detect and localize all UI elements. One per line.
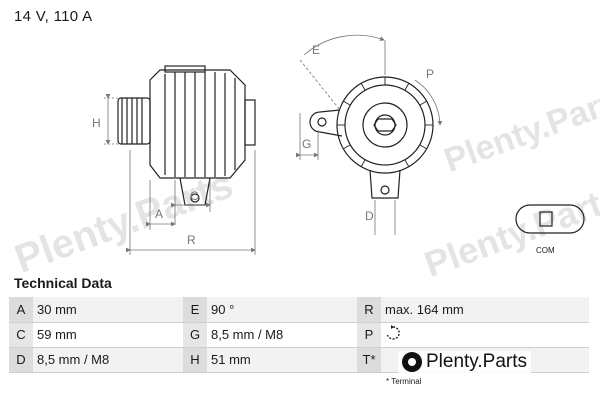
- param-key: P: [357, 322, 381, 347]
- param-key: H: [183, 347, 207, 372]
- dim-label-d: D: [365, 209, 374, 223]
- param-value: max. 164 mm: [381, 297, 589, 322]
- dim-label-e: E: [312, 43, 320, 57]
- param-key: R: [357, 297, 381, 322]
- param-key: A: [9, 297, 33, 322]
- param-key: G: [183, 322, 207, 347]
- brand-badge: Plenty.Parts: [398, 351, 532, 373]
- alternator-front-view: [309, 76, 434, 199]
- technical-data-title: Technical Data: [14, 275, 112, 291]
- table-row: C 59 mm G 8,5 mm / M8 P: [9, 322, 589, 347]
- side-dimensions: [104, 94, 256, 255]
- param-key: T*: [357, 347, 381, 372]
- connector-label: COM: [536, 246, 555, 255]
- front-dimensions: [296, 34, 443, 235]
- param-value: 8,5 mm / M8: [211, 327, 284, 342]
- rotation-clockwise-icon: [386, 325, 400, 340]
- dim-label-g: G: [302, 137, 311, 151]
- brand-text: Plenty.Parts: [426, 351, 528, 372]
- technical-data-table: A 30 mm E 90 ° R max. 164 mm C 59 mm G 8…: [9, 297, 589, 373]
- param-key: D: [9, 347, 33, 372]
- param-value: 51 mm: [207, 347, 357, 372]
- dim-label-c: C: [190, 189, 199, 203]
- param-key: E: [183, 297, 207, 322]
- param-value: 90 °: [207, 297, 357, 322]
- param-value: 8,5 mm / M8: [33, 347, 183, 372]
- param-key: C: [9, 322, 33, 347]
- dim-label-a: A: [155, 207, 163, 221]
- rotation-direction-cell: [381, 322, 589, 347]
- plenty-parts-logo-icon: [402, 352, 422, 372]
- param-value: 30 mm: [33, 297, 183, 322]
- dim-label-p: P: [426, 67, 434, 81]
- table-row: A 30 mm E 90 ° R max. 164 mm: [9, 297, 589, 322]
- dim-label-h: H: [92, 116, 101, 130]
- technical-drawing: H A C R: [92, 34, 585, 255]
- footnote: * Terminal: [386, 377, 422, 386]
- param-value: 59 mm: [37, 327, 77, 342]
- dim-label-r: R: [187, 233, 196, 247]
- alternator-side-view: [117, 65, 256, 206]
- connector-com: [515, 204, 585, 234]
- spec-title: 14 V, 110 A: [14, 8, 93, 25]
